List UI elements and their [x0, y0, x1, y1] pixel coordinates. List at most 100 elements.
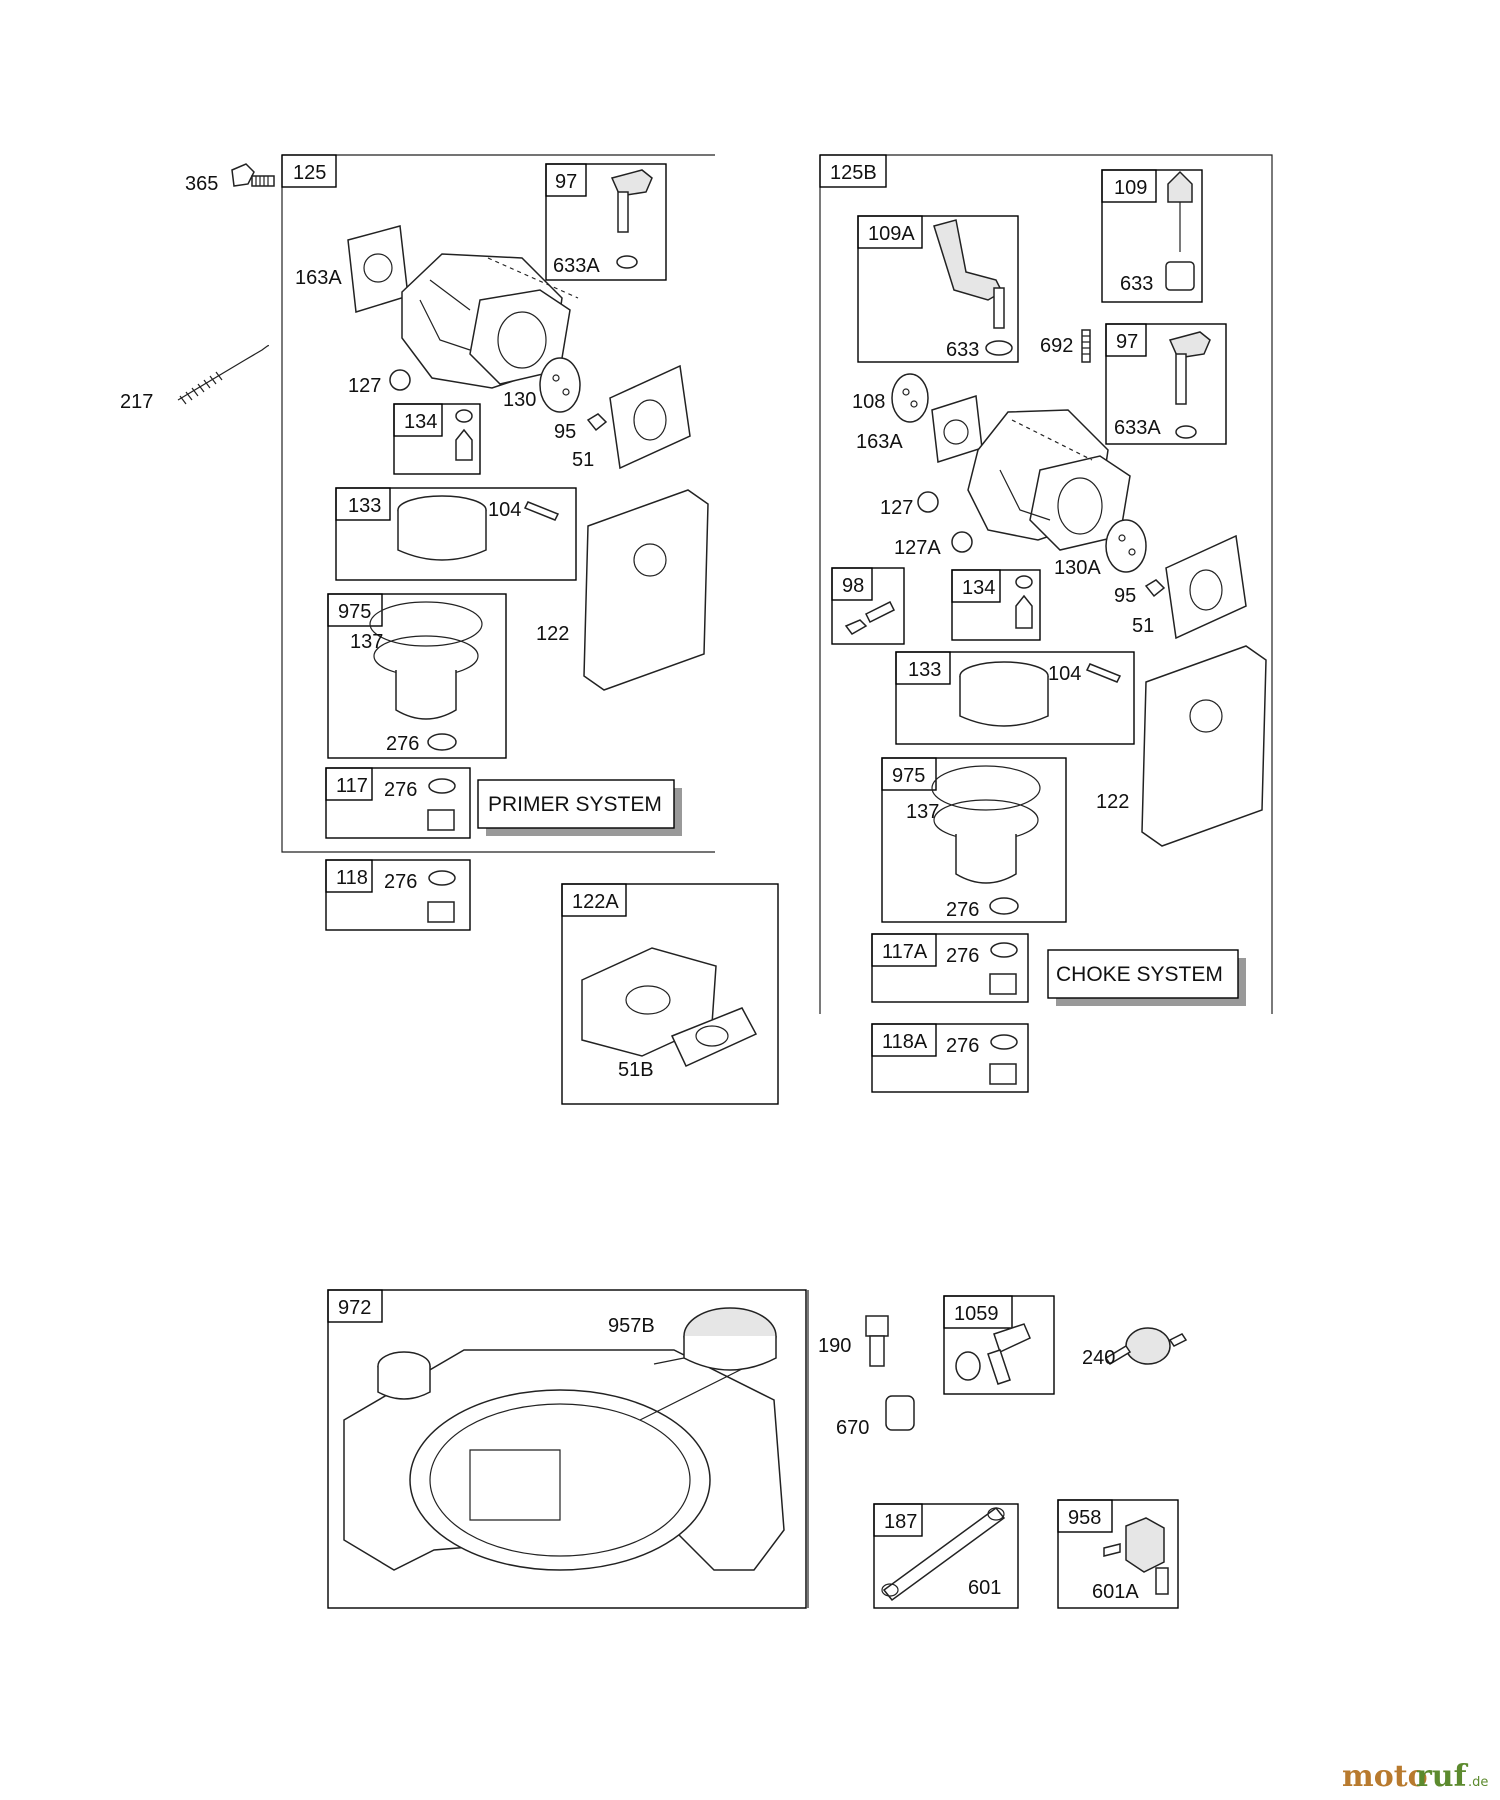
label-127a: 127A — [894, 537, 941, 559]
box-117 — [325, 767, 471, 839]
part-137-right-float-bowl — [931, 765, 1041, 884]
box-118a — [871, 1023, 1029, 1093]
watermark-part2: ruf — [1416, 1759, 1469, 1794]
label-957b: 957B — [608, 1315, 655, 1337]
label-601a: 601A — [1092, 1581, 1139, 1603]
label-601: 601 — [968, 1577, 1001, 1599]
part-108-plate — [891, 373, 929, 423]
box-133 — [335, 487, 577, 581]
part-109-governor — [1165, 170, 1195, 291]
part-130a-plate — [1105, 519, 1147, 573]
watermark-part1: moto — [1342, 1759, 1428, 1794]
part-692-spring — [1081, 329, 1091, 363]
label-633-right-b: 633 — [1120, 273, 1153, 295]
part-217-spring — [177, 344, 269, 405]
primer-system-panel — [477, 779, 675, 829]
part-130-plate — [539, 357, 581, 413]
part-104-pin — [523, 501, 560, 521]
label-137-left: 137 — [350, 631, 383, 653]
part-957b-fuel-cap — [653, 1307, 777, 1371]
label-240: 240 — [1082, 1347, 1115, 1369]
part-109a-lever — [933, 219, 1013, 356]
label-187: 187 — [884, 1511, 917, 1533]
label-276-left-a: 276 — [386, 733, 419, 755]
carburetor-group-125b: 125B 109A 633 109 633 692 97 — [819, 154, 1273, 1093]
label-1059: 1059 — [954, 1303, 999, 1325]
label-122-right: 122 — [1096, 791, 1129, 813]
label-51-right: 51 — [1132, 615, 1154, 637]
label-133-left: 133 — [348, 495, 381, 517]
label-633a-left: 633A — [553, 255, 600, 277]
label-118: 118 — [336, 867, 368, 889]
box-975 — [327, 593, 507, 759]
box-133-right — [895, 651, 1135, 745]
label-134-right: 134 — [962, 577, 995, 599]
label-276-right-c: 276 — [946, 1035, 979, 1057]
part-51-gasket — [609, 364, 691, 470]
label-276-right-a: 276 — [946, 899, 979, 921]
part-98-screw-spring — [844, 600, 896, 635]
part-163a-right-gasket — [931, 395, 983, 463]
label-137-right: 137 — [906, 801, 939, 823]
carburetor-body-left — [401, 253, 579, 389]
label-118a: 118A — [882, 1031, 928, 1053]
label-365: 365 — [185, 173, 218, 195]
label-633-right-a: 633 — [946, 339, 979, 361]
label-276-right-b: 276 — [946, 945, 979, 967]
box-97-right — [1105, 323, 1227, 445]
box-187 — [873, 1503, 1019, 1609]
label-98: 98 — [842, 575, 864, 597]
box-125b — [819, 154, 887, 188]
part-51b-gasket — [670, 1007, 758, 1067]
part-97-right-lever — [1168, 331, 1211, 439]
label-975-left: 975 — [338, 601, 371, 623]
label-276-left-b: 276 — [384, 779, 417, 801]
part-958-shutoff-valve — [1103, 1517, 1169, 1595]
part-95-screw — [586, 413, 608, 432]
label-51-left: 51 — [572, 449, 594, 471]
label-276-left-c: 276 — [384, 871, 417, 893]
box-118 — [325, 859, 471, 931]
part-97-choke-lever — [610, 169, 653, 269]
label-163a-left: 163A — [295, 267, 342, 289]
carburetor-body-right — [967, 409, 1131, 551]
label-125b: 125B — [830, 162, 877, 184]
box-109a — [857, 215, 1019, 363]
part-276-washer — [427, 733, 457, 751]
part-133-right-float — [959, 661, 1049, 727]
part-670-bushing — [885, 1395, 915, 1431]
label-130a: 130A — [1054, 557, 1101, 579]
label-633a-right: 633A — [1114, 417, 1161, 439]
primer-system-label: PRIMER SYSTEM — [488, 793, 662, 816]
label-122-left: 122 — [536, 623, 569, 645]
watermark-suffix: .de — [1468, 1775, 1488, 1790]
label-122a: 122A — [572, 891, 619, 913]
label-133-right: 133 — [908, 659, 941, 681]
label-95-right: 95 — [1114, 585, 1136, 607]
part-240-fuel-filter — [1104, 1327, 1188, 1366]
label-163a-right: 163A — [856, 431, 903, 453]
part-117-primer-bulb — [427, 809, 455, 831]
label-125: 125 — [293, 162, 326, 184]
carburetor-group-125: 365 217 125 97 633A 163A — [120, 154, 779, 1105]
label-117a: 117A — [882, 941, 928, 963]
label-97: 97 — [555, 171, 577, 193]
label-130: 130 — [503, 389, 536, 411]
label-109: 109 — [1114, 177, 1147, 199]
choke-system-label: CHOKE SYSTEM — [1056, 963, 1223, 986]
label-217: 217 — [120, 391, 153, 413]
label-958: 958 — [1068, 1507, 1101, 1529]
label-670: 670 — [836, 1417, 869, 1439]
label-95-left: 95 — [554, 421, 576, 443]
part-127-plug — [389, 369, 411, 391]
part-134-right-needle — [1015, 575, 1033, 629]
label-692: 692 — [1040, 335, 1073, 357]
label-104-left: 104 — [488, 499, 521, 521]
label-97-right: 97 — [1116, 331, 1138, 353]
part-972-fuel-tank — [343, 1349, 785, 1571]
label-117: 117 — [336, 775, 368, 797]
part-133-float — [397, 495, 487, 561]
label-134-left: 134 — [404, 411, 437, 433]
